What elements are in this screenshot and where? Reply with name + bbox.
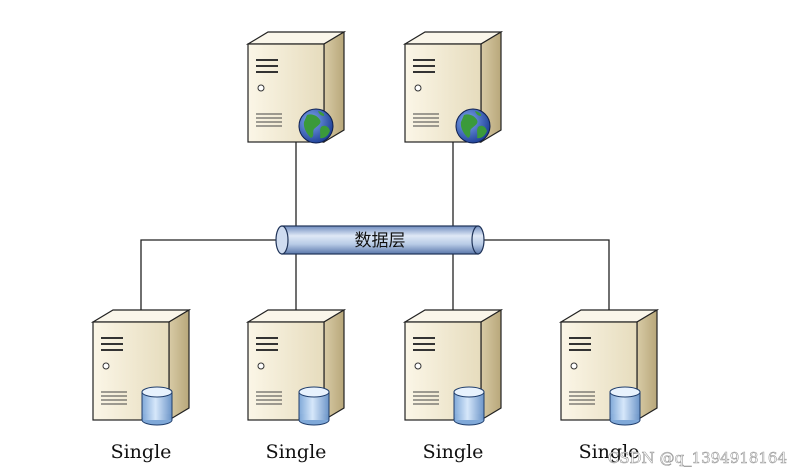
connection-lines <box>140 138 610 372</box>
server-label: Single <box>266 441 327 463</box>
data-layer-label: 数据层 <box>355 231 406 251</box>
globe-icon <box>455 108 491 144</box>
web-server-1 <box>247 31 345 144</box>
database-icon <box>141 386 173 426</box>
server-label: Single <box>111 441 172 463</box>
server-label: Single <box>423 441 484 463</box>
database-icon <box>609 386 641 426</box>
database-icon <box>298 386 330 426</box>
db-server-3 <box>404 309 502 426</box>
db-server-1 <box>92 309 190 426</box>
data-layer-bus: 数据层 <box>275 225 485 255</box>
watermark: CSDN @q_1394918164 <box>608 449 787 467</box>
server-label: Single <box>579 441 640 463</box>
db-server-2 <box>247 309 345 426</box>
db-server-4 <box>560 309 658 426</box>
database-icon <box>453 386 485 426</box>
globe-icon <box>298 108 334 144</box>
web-server-2 <box>404 31 502 144</box>
